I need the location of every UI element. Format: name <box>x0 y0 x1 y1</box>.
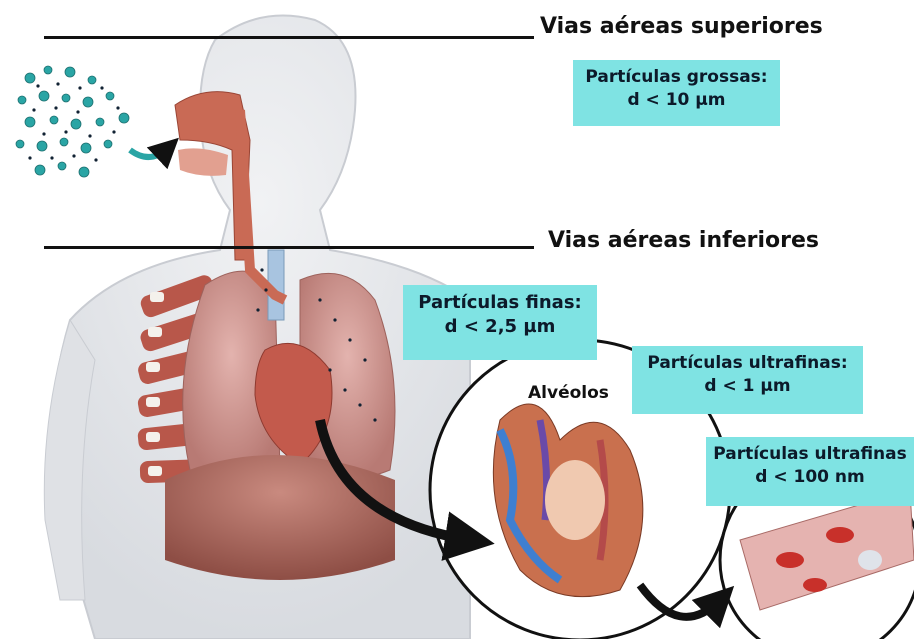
nano-particles-title: Partículas ultrafinas <box>706 443 914 466</box>
upper-airway-heading: Vias aéreas superiores <box>540 14 823 39</box>
ultrafine-particles-box: Partículas ultrafinas: d < 1 µm <box>632 346 863 414</box>
coarse-particles-box: Partículas grossas: d < 10 µm <box>573 60 780 126</box>
ultrafine-particles-title: Partículas ultrafinas: <box>632 352 863 375</box>
upper-airway-line <box>44 36 534 39</box>
fine-particles-title: Partículas finas: <box>403 291 597 315</box>
inhale-arrow <box>130 148 168 157</box>
nano-particles-box: Partículas ultrafinas d < 100 nm <box>706 437 914 506</box>
coarse-particles-title: Partículas grossas: <box>573 66 780 89</box>
coarse-particles-size: d < 10 µm <box>573 89 780 112</box>
particle-cloud <box>16 66 129 177</box>
nano-particles-size: d < 100 nm <box>706 466 914 489</box>
diaphragm <box>165 455 395 580</box>
lower-airway-line <box>44 246 534 249</box>
lower-airway-heading: Vias aéreas inferiores <box>548 228 819 253</box>
alveoli-label: Alvéolos <box>528 383 609 403</box>
fine-particles-size: d < 2,5 µm <box>403 315 597 339</box>
ultrafine-particles-size: d < 1 µm <box>632 375 863 398</box>
fine-particles-box: Partículas finas: d < 2,5 µm <box>403 285 597 360</box>
